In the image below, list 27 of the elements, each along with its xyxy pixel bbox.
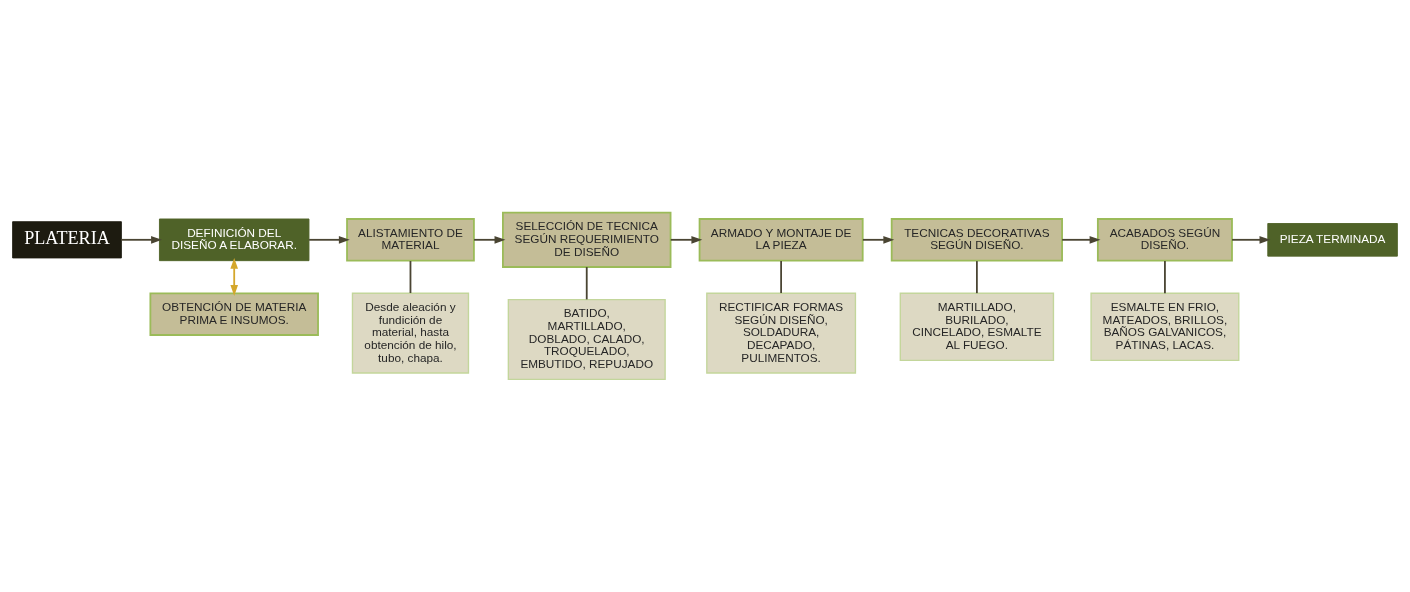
connector: [1164, 260, 1166, 295]
node-box: MARTILLADO, BURILADO, CINCELADO, ESMALTE AL FUEGO.: [899, 292, 1055, 361]
node-box: SELECCIÓN DE TECNICA SEGÚN REQUERIMIENTO DE DISEÑO: [502, 211, 672, 268]
node-box: ALISTAMIENTO DE MATERIAL: [346, 218, 475, 262]
arrow: [473, 236, 506, 244]
node-box: ACABADOS SEGÚN DISEÑO.: [1096, 218, 1233, 262]
node-box: BATIDO, MARTILLADO, DOBLADO, CALADO, TROQUELADO, EMBUTIDO, REPUJADO: [507, 298, 666, 381]
node-box: DEFINICIÓN DEL DISEÑO A ELABORAR.: [159, 218, 310, 262]
arrow: [1061, 236, 1101, 244]
arrow: [861, 236, 895, 244]
node-box: ARMADO Y MONTAJE DE LA PIEZA: [698, 218, 864, 262]
node-box: PLATERIA: [12, 221, 122, 259]
connector: [585, 266, 588, 301]
arrow: [230, 257, 238, 296]
connector: [975, 260, 978, 295]
arrow: [1231, 236, 1271, 244]
node-box: Desde aleación y fundición de material, hasta obtención de hilo, tubo, chapa.: [351, 292, 470, 374]
connector: [409, 260, 412, 294]
node-box: OBTENCIÓN DE MATERIA PRIMA E INSUMOS.: [149, 292, 319, 336]
arrow: [308, 236, 350, 244]
node-box: ESMALTE EN FRIO, MATEADOS, BRILLOS, BAÑOS GALVANICOS, PÁTINAS, LACAS.: [1090, 292, 1240, 361]
connector: [780, 260, 783, 294]
node-box: RECTIFICAR FORMAS SEGÚN DISEÑO, SOLDADURA, DECAPADO, PULIMENTOS.: [706, 292, 857, 374]
arrow: [669, 236, 703, 244]
arrow: [120, 236, 162, 244]
node-box: TECNICAS DECORATIVAS SEGÚN DISEÑO.: [890, 218, 1063, 262]
node-box: PIEZA TERMINADA: [1267, 223, 1398, 257]
